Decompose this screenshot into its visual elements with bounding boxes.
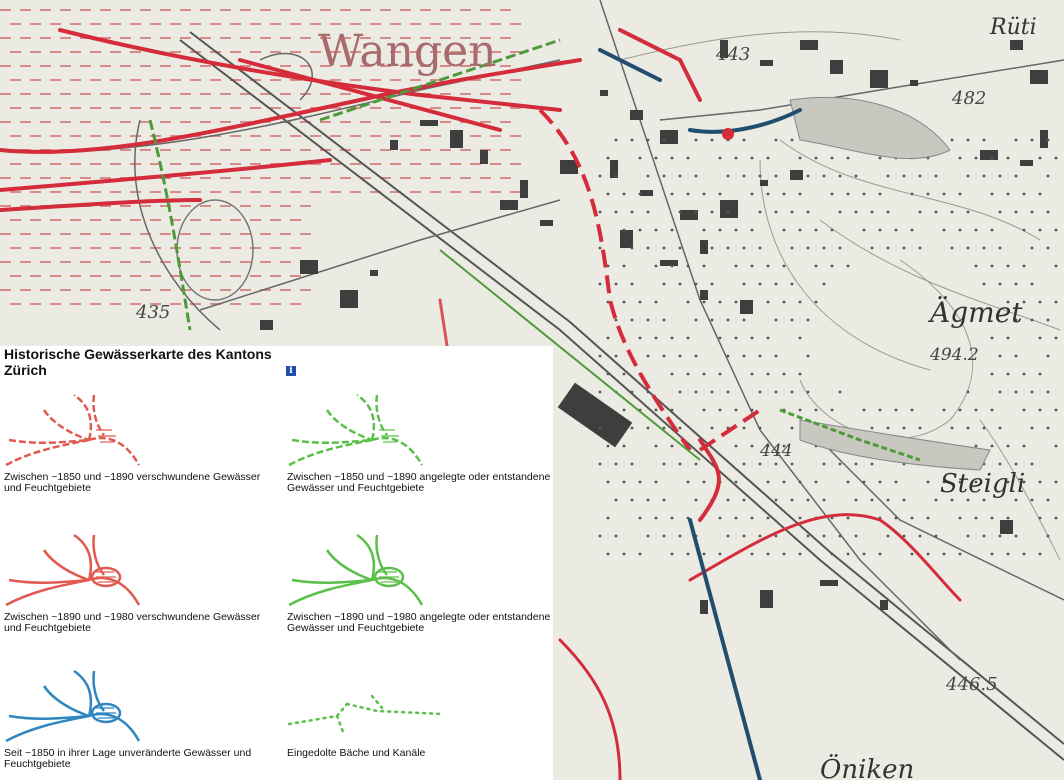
legend-caption: Seit ~1850 in ihrer Lage unveränderte Ge… xyxy=(4,747,252,770)
legend-swatch-green-solid-icon xyxy=(288,533,424,607)
legend-caption: Eingedolte Bäche und Kanäle xyxy=(287,747,426,759)
legend-panel: Historische Gewässerkarte des Kantons Zü… xyxy=(0,346,553,780)
label-oeniken: Öniken xyxy=(820,753,914,780)
legend-swatch-green-dotted-icon xyxy=(287,694,442,734)
label-elev-443: 443 xyxy=(715,44,750,65)
orchard-dots xyxy=(598,138,1058,556)
unchanged-water-lines xyxy=(598,48,802,780)
legend-item-new-1850-1890: Zwischen ~1850 und ~1890 angelegte oder … xyxy=(287,390,557,494)
label-rueti: Rüti xyxy=(989,15,1037,40)
label-elev-435: 435 xyxy=(135,302,170,323)
legend-swatch-red-dashed-icon xyxy=(5,393,141,467)
slope-shading xyxy=(789,97,991,471)
legend-caption: Zwischen ~1850 und ~1890 verschwundene G… xyxy=(4,471,261,494)
legend-item-lost-1850-1890: Zwischen ~1850 und ~1890 verschwundene G… xyxy=(4,390,274,494)
label-elev-482: 482 xyxy=(951,88,986,109)
label-steigli: Steigli xyxy=(940,469,1025,499)
legend-item-lost-1890-1980: Zwischen ~1890 und ~1980 verschwundene G… xyxy=(4,530,274,634)
legend-item-new-1890-1980: Zwischen ~1890 und ~1980 angelegte oder … xyxy=(287,530,557,634)
info-icon[interactable]: i xyxy=(286,366,296,376)
legend-caption: Zwischen ~1890 und ~1980 angelegte oder … xyxy=(287,611,551,634)
contour-lines xyxy=(619,31,1061,561)
label-elev-494-2: 494.2 xyxy=(929,345,979,365)
legend-caption: Zwischen ~1890 und ~1980 verschwundene G… xyxy=(4,611,261,634)
buildings xyxy=(260,40,1048,614)
lost-water-dashed xyxy=(538,108,762,452)
legend-swatch-green-dashed-icon xyxy=(288,393,424,467)
label-aegmet: Ägmet xyxy=(927,296,1023,329)
legend-item-piped: Eingedolte Bäche und Kanäle xyxy=(287,666,557,759)
poi-marker[interactable] xyxy=(722,128,734,140)
label-town-wangen: Wangen xyxy=(318,26,497,77)
legend-swatch-blue-solid-icon xyxy=(5,669,141,743)
label-elev-444: 444 xyxy=(759,441,792,461)
label-elev-446-5: 446.5 xyxy=(945,674,998,695)
legend-item-unchanged: Seit ~1850 in ihrer Lage unveränderte Ge… xyxy=(4,666,274,770)
legend-swatch-red-solid-icon xyxy=(5,533,141,607)
new-water-lines xyxy=(148,38,921,462)
legend-caption: Zwischen ~1850 und ~1890 angelegte oder … xyxy=(287,471,551,494)
legend-title: Historische Gewässerkarte des Kantons Zü… xyxy=(4,346,272,378)
